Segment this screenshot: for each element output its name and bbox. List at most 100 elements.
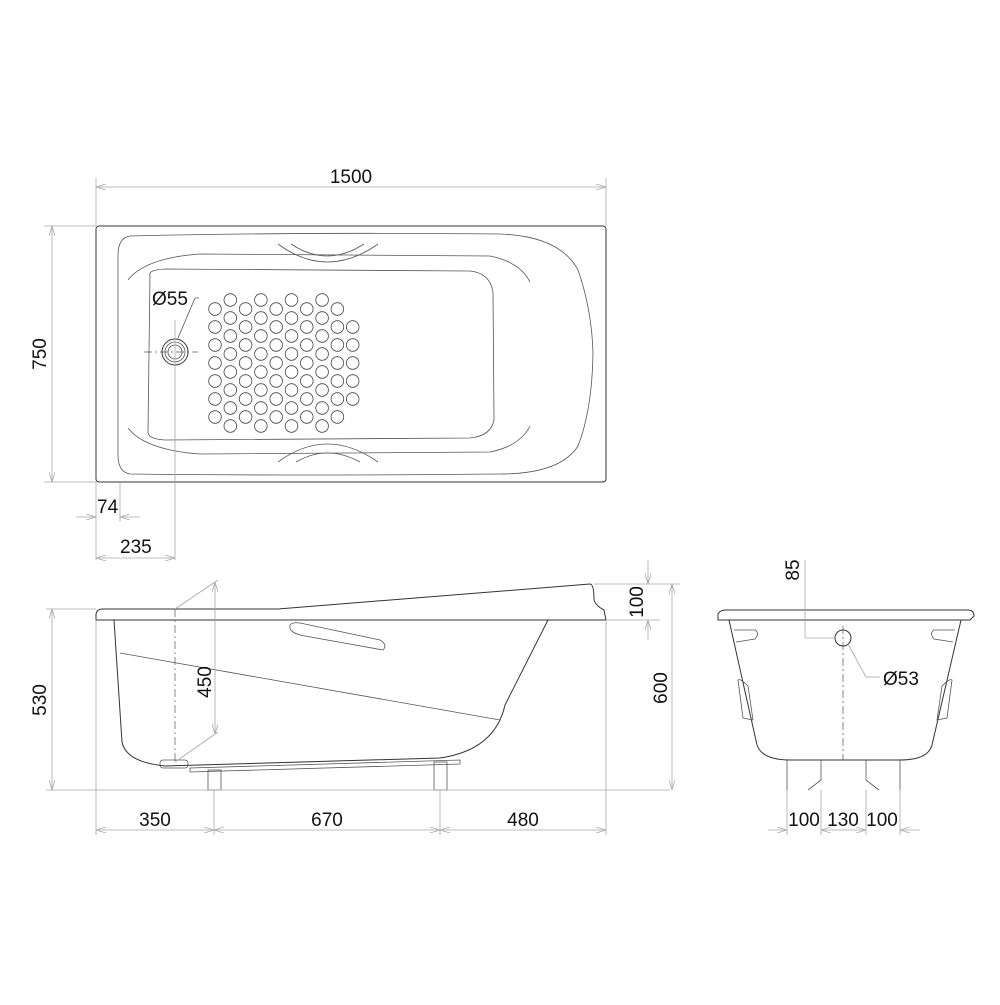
overflow-diameter-label: Ø53 [883, 669, 919, 690]
anti-slip-dot [223, 383, 238, 397]
anti-slip-dot [346, 356, 360, 370]
anti-slip-dot [284, 311, 299, 325]
side-drain-icon [159, 759, 189, 769]
rim-rise-label: 100 [627, 586, 648, 618]
end-rim [717, 609, 975, 621]
dimension-drain-offset: 74 [76, 482, 140, 560]
drain-center-label: 235 [120, 537, 152, 558]
anti-slip-dot [223, 347, 238, 361]
anti-slip-dot [208, 392, 222, 406]
anti-slip-dot [223, 329, 238, 343]
anti-slip-dot [346, 338, 360, 352]
anti-slip-dot [208, 410, 222, 424]
top-ledge [127, 253, 531, 283]
anti-slip-dot [254, 293, 268, 307]
anti-slip-dot [315, 329, 329, 343]
dimension-rim-rise: 100 [594, 560, 680, 640]
bottom-ledge [127, 425, 531, 455]
front-leg [207, 769, 222, 791]
anti-slip-dot [269, 356, 283, 370]
right-bracket [936, 679, 953, 721]
anti-slip-dot [315, 311, 329, 325]
left-slot [734, 629, 758, 643]
top-view: 1500 750 [30, 167, 607, 560]
anti-slip-dot [269, 302, 283, 316]
inner-depth-label: 450 [195, 666, 216, 698]
anti-slip-dot [330, 410, 345, 424]
anti-slip-dot [346, 392, 360, 406]
end-body [728, 619, 962, 761]
anti-slip-dot [284, 293, 299, 307]
side-view: 450 530 100 600 [30, 560, 680, 835]
end-left-leg [786, 760, 822, 791]
anti-slip-dot [208, 338, 222, 352]
anti-slip-dot [254, 401, 268, 415]
dimension-depth: 750 [30, 225, 96, 483]
anti-slip-dot [315, 419, 329, 433]
anti-slip-dot [284, 365, 299, 379]
dimension-leg-spacing: 350 670 480 [95, 620, 607, 835]
anti-slip-dot [223, 365, 238, 379]
side-body [113, 619, 549, 767]
leg-spacing-label-1: 350 [139, 810, 171, 831]
anti-slip-dot [238, 356, 253, 370]
overflow-offset-label: 85 [783, 559, 804, 580]
right-slot [931, 629, 955, 643]
anti-slip-dot [269, 392, 283, 406]
leg-spacing-label-2: 670 [311, 810, 343, 831]
anti-slip-dot [300, 356, 314, 370]
drain-diameter-label: Ø55 [152, 289, 188, 310]
anti-slip-dot [300, 338, 314, 352]
anti-slip-dot [315, 293, 329, 307]
anti-slip-dot [238, 338, 253, 352]
anti-slip-dot [238, 392, 253, 406]
dimension-height: 530 [30, 608, 670, 791]
bottom-handle [277, 443, 379, 463]
anti-slip-dot [330, 338, 345, 352]
left-bracket [737, 679, 754, 721]
leg-width-label-3: 100 [866, 810, 898, 831]
rear-leg [433, 761, 448, 791]
anti-slip-dot [223, 293, 238, 307]
side-handle-slot [289, 622, 386, 651]
anti-slip-dot [238, 410, 253, 424]
tub-rim-outline [95, 225, 607, 483]
backrest-line [119, 652, 501, 721]
anti-slip-dot [238, 374, 253, 388]
anti-slip-dot [284, 401, 299, 415]
anti-slip-dot [300, 302, 314, 316]
leg-width-label-2: 130 [827, 810, 859, 831]
dimension-total-height: 600 [651, 584, 672, 790]
leg-spacing-label-3: 480 [507, 810, 539, 831]
dimension-width: 1500 [95, 167, 607, 226]
floor-outline [147, 268, 495, 441]
anti-slip-dot [315, 347, 329, 361]
anti-slip-dot [254, 365, 268, 379]
bottom-handle-inner [295, 452, 361, 463]
anti-slip-dot [269, 338, 283, 352]
anti-slip-dot [300, 392, 314, 406]
anti-slip-dot [284, 347, 299, 361]
anti-slip-dot [238, 320, 253, 334]
anti-slip-dot [269, 410, 283, 424]
end-right-leg [865, 760, 901, 791]
anti-slip-dot [254, 311, 268, 325]
anti-slip-dot [208, 302, 222, 316]
dimension-inner-depth: 450 [174, 579, 219, 764]
anti-slip-dot [284, 383, 299, 397]
anti-slip-dot [254, 347, 268, 361]
end-view: Ø53 85 100 130 100 [717, 559, 975, 835]
basin-outline [117, 232, 594, 476]
top-handle-inner [290, 243, 365, 257]
anti-slip-dot [238, 302, 253, 316]
anti-slip-dot [300, 374, 314, 388]
total-height-label: 600 [651, 672, 672, 704]
height-label: 530 [30, 684, 51, 716]
dimension-overflow-offset: 85 [783, 559, 835, 639]
anti-slip-dot [346, 320, 360, 334]
side-rim [95, 583, 607, 621]
anti-slip-dot [330, 374, 345, 388]
overflow-leader [847, 643, 867, 678]
anti-slip-dot [315, 365, 329, 379]
